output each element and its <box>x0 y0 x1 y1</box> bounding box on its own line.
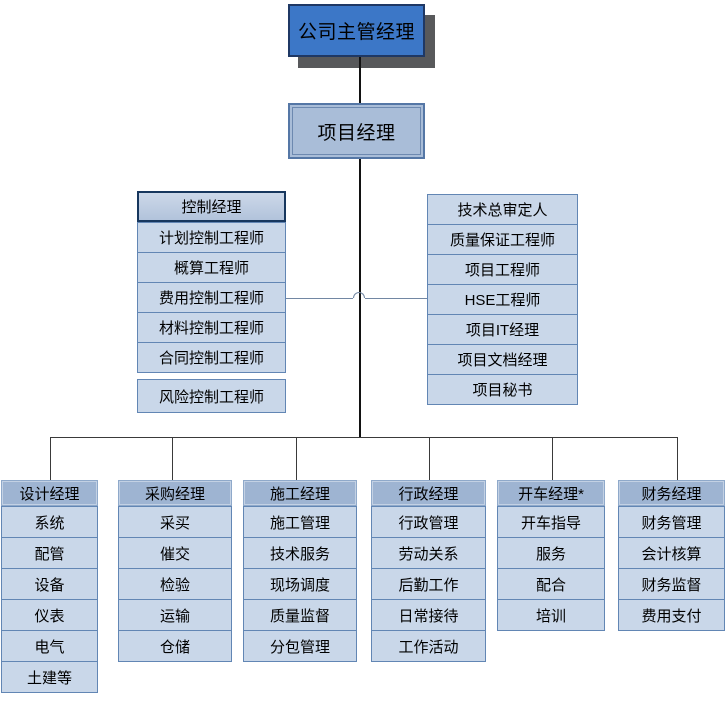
connector-cross-right <box>365 298 427 299</box>
dept-cell: 日常接待 <box>371 599 486 631</box>
connector-tree-drop <box>50 437 51 480</box>
box-project-manager: 项目经理 <box>288 103 425 159</box>
connector-tree-drop <box>429 437 430 480</box>
control-cell: 合同控制工程师 <box>137 342 286 373</box>
dept-cell: 行政管理 <box>371 506 486 538</box>
dept-cell: 工作活动 <box>371 630 486 662</box>
dept-header: 采购经理 <box>118 480 232 506</box>
dept-cell: 电气 <box>1 630 98 662</box>
staff-cell: 项目文档经理 <box>427 344 578 375</box>
box-company-director: 公司主管经理 <box>288 4 425 57</box>
dept-cell: 后勤工作 <box>371 568 486 600</box>
dept-column-finance: 财务经理 财务管理 会计核算 财务监督 费用支付 <box>618 480 725 631</box>
control-cell: 概算工程师 <box>137 252 286 283</box>
staff-cell: 项目秘书 <box>427 374 578 405</box>
control-cell: 风险控制工程师 <box>137 379 286 413</box>
dept-cell: 仪表 <box>1 599 98 631</box>
dept-cell: 施工管理 <box>243 506 357 538</box>
dept-cell: 财务管理 <box>618 506 725 538</box>
connector-tree-horizontal <box>50 437 678 438</box>
dept-header: 施工经理 <box>243 480 357 506</box>
connector-center-trunk <box>359 159 361 438</box>
dept-cell: 会计核算 <box>618 537 725 569</box>
dept-cell: 质量监督 <box>243 599 357 631</box>
dept-cell: 劳动关系 <box>371 537 486 569</box>
dept-cell: 土建等 <box>1 661 98 693</box>
dept-header: 行政经理 <box>371 480 486 506</box>
connector-root-to-pm <box>359 57 361 103</box>
control-cell: 费用控制工程师 <box>137 282 286 313</box>
box-project-manager-label: 项目经理 <box>317 122 396 144</box>
dept-cell: 运输 <box>118 599 232 631</box>
control-header-label: 控制经理 <box>181 199 242 216</box>
control-column: 控制经理 计划控制工程师 概算工程师 费用控制工程师 材料控制工程师 合同控制工… <box>137 191 286 413</box>
dept-cell: 财务监督 <box>618 568 725 600</box>
dept-cell: 开车指导 <box>497 506 605 538</box>
dept-cell: 费用支付 <box>618 599 725 631</box>
dept-column-procurement: 采购经理 采买 催交 检验 运输 仓储 <box>118 480 232 662</box>
dept-cell: 系统 <box>1 506 98 538</box>
dept-cell: 配合 <box>497 568 605 600</box>
dept-column-administration: 行政经理 行政管理 劳动关系 后勤工作 日常接待 工作活动 <box>371 480 486 662</box>
dept-header: 财务经理 <box>618 480 725 506</box>
connector-tree-drop <box>296 437 297 480</box>
dept-cell: 分包管理 <box>243 630 357 662</box>
dept-cell: 服务 <box>497 537 605 569</box>
dept-column-construction: 施工经理 施工管理 技术服务 现场调度 质量监督 分包管理 <box>243 480 357 662</box>
dept-column-startup: 开车经理* 开车指导 服务 配合 培训 <box>497 480 605 631</box>
control-header: 控制经理 <box>137 191 286 222</box>
dept-header: 开车经理* <box>497 480 605 506</box>
connector-tree-drop <box>552 437 553 480</box>
dept-column-design: 设计经理 系统 配管 设备 仪表 电气 土建等 <box>1 480 98 693</box>
control-cell: 计划控制工程师 <box>137 222 286 253</box>
staff-cell: 项目工程师 <box>427 254 578 285</box>
dept-cell: 现场调度 <box>243 568 357 600</box>
staff-column: 技术总审定人 质量保证工程师 项目工程师 HSE工程师 项目IT经理 项目文档经… <box>427 194 578 405</box>
dept-header: 设计经理 <box>1 480 98 506</box>
staff-cell: HSE工程师 <box>427 284 578 315</box>
staff-cell: 质量保证工程师 <box>427 224 578 255</box>
connector-cross-left <box>286 298 353 299</box>
dept-cell: 仓储 <box>118 630 232 662</box>
dept-cell: 培训 <box>497 599 605 631</box>
dept-cell: 配管 <box>1 537 98 569</box>
dept-cell: 设备 <box>1 568 98 600</box>
staff-cell: 技术总审定人 <box>427 194 578 225</box>
connector-tree-drop <box>172 437 173 480</box>
dept-cell: 采买 <box>118 506 232 538</box>
box-project-manager-inner: 项目经理 <box>292 107 421 155</box>
connector-tree-drop <box>677 437 678 480</box>
box-company-director-label: 公司主管经理 <box>297 22 415 43</box>
dept-cell: 催交 <box>118 537 232 569</box>
control-cell: 材料控制工程师 <box>137 312 286 343</box>
dept-cell: 技术服务 <box>243 537 357 569</box>
dept-cell: 检验 <box>118 568 232 600</box>
connector-cross-hop <box>353 292 365 298</box>
staff-cell: 项目IT经理 <box>427 314 578 345</box>
